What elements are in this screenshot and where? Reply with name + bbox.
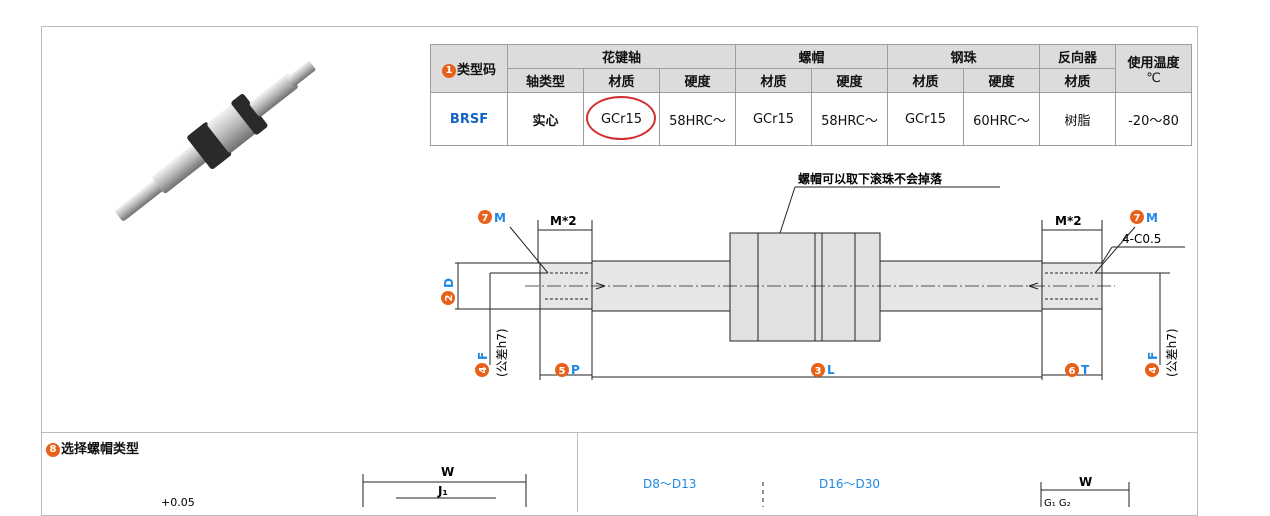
num-4-right: 4 (1148, 366, 1159, 373)
cell-reverser-material: 树脂 (1039, 92, 1116, 146)
cell-nut-material: GCr15 (735, 92, 812, 146)
header-ball-material: 材质 (887, 68, 964, 93)
header-shaft-material: 材质 (583, 68, 660, 93)
header-reverser: 反向器 (1039, 44, 1116, 69)
num-7-right: 7 (1134, 213, 1141, 224)
sec8-range-2: D16～D30 (819, 477, 880, 491)
num-6: 6 (1069, 366, 1076, 377)
num-2: 2 (444, 294, 455, 301)
cell-shaft-type: 实心 (507, 92, 584, 146)
header-nut-hardness: 硬度 (811, 68, 888, 93)
section-divider (41, 432, 1198, 433)
section-8-drawings: W J₁ +0.05 D8～D13 D16～D30 W G₁ G₂ (161, 465, 1130, 507)
header-reverser-material: 材质 (1039, 68, 1116, 93)
cell-ball-material: GCr15 (887, 92, 964, 146)
cell-shaft-hardness: 58HRC～ (659, 92, 736, 146)
cell-nut-hardness: 58HRC～ (811, 92, 888, 146)
dim-m2-right: M*2 (1055, 214, 1082, 228)
sec8-g-label: G₁ G₂ (1044, 498, 1071, 507)
label-p: P (571, 363, 580, 377)
product-photo (115, 61, 316, 221)
sec8-tolerance: +0.05 (161, 496, 195, 507)
tolerance-right: (公差h7) (1165, 328, 1179, 377)
num-5: 5 (559, 366, 566, 377)
highlight-circle (586, 96, 656, 140)
sec8-range-1: D8～D13 (643, 477, 696, 491)
header-ball: 钢珠 (887, 44, 1040, 69)
dim-chamfer: 4-C0.5 (1122, 232, 1161, 246)
header-ball-hardness: 硬度 (963, 68, 1040, 93)
label-m-right: M (1146, 211, 1158, 225)
num-badge-1: 1 (441, 63, 456, 78)
header-nut-material: 材质 (735, 68, 812, 93)
label-d: D (442, 278, 456, 288)
num-7-left: 7 (482, 213, 489, 224)
num-badge-8: 8 (46, 442, 60, 457)
sec8-j1: J₁ (437, 484, 448, 498)
label-l: L (827, 363, 835, 377)
label-t: T (1081, 363, 1090, 377)
section-vertical-divider (577, 432, 578, 512)
header-shaft-hardness: 硬度 (659, 68, 736, 93)
dim-m2-left: M*2 (550, 214, 577, 228)
header-spline-shaft: 花键轴 (507, 44, 736, 69)
header-nut: 螺帽 (735, 44, 888, 69)
sec8-w-left: W (441, 465, 454, 479)
label-f-left: F (476, 352, 490, 360)
cell-code: BRSF (430, 92, 508, 146)
cell-shaft-material: GCr15 (583, 92, 660, 146)
header-shaft-type: 轴类型 (507, 68, 584, 93)
num-4-left: 4 (478, 366, 489, 373)
cell-ball-hardness: 60HRC～ (963, 92, 1040, 146)
header-temp: 使用温度 ℃ (1115, 44, 1192, 93)
shaft-drawing: 螺帽可以取下滚珠不会掉落 M*2 M*2 4-C0.5 7 M 7 M 2 D … (441, 171, 1185, 380)
tolerance-left: (公差h7) (495, 328, 509, 377)
label-m-left: M (494, 211, 506, 225)
num-3: 3 (815, 366, 822, 377)
label-f-right: F (1146, 352, 1160, 360)
cell-temp: -20～80 (1115, 92, 1192, 146)
callout-note: 螺帽可以取下滚珠不会掉落 (798, 171, 943, 186)
sec8-w-right: W (1079, 475, 1092, 489)
